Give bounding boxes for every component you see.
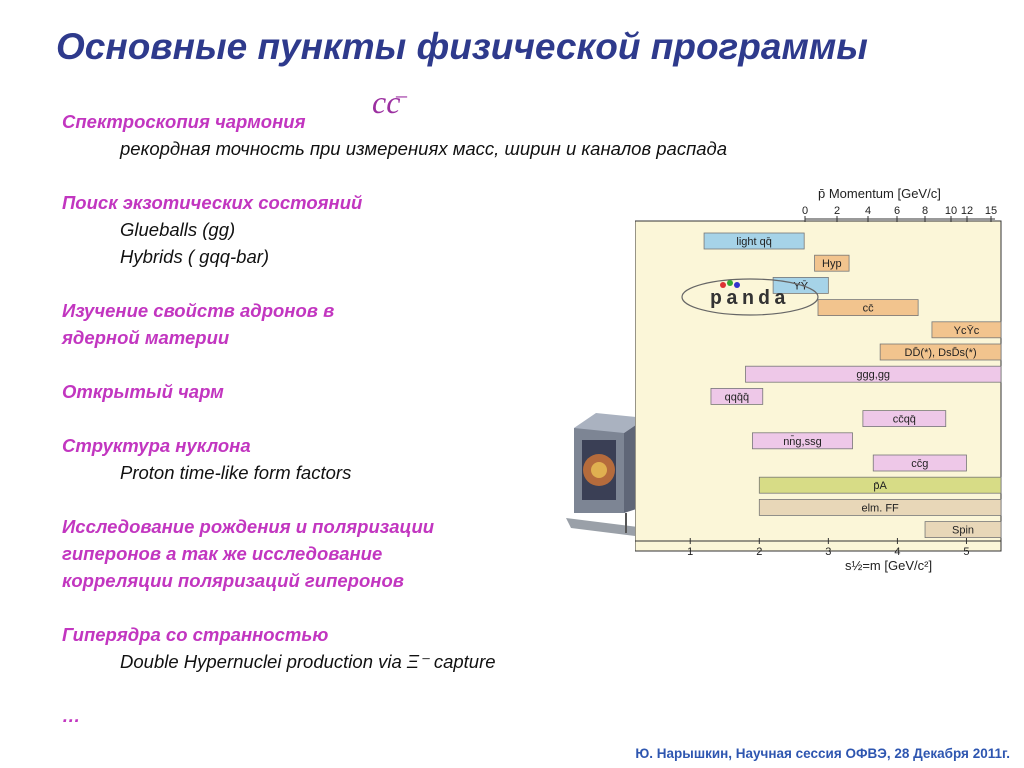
top-tick-label: 8	[922, 205, 928, 217]
panda-logo-text: panda	[710, 288, 790, 311]
outline-subitem: рекордная точность при измерениях масс, …	[120, 138, 728, 159]
outline-spacer	[62, 486, 622, 513]
outline-spacer	[62, 270, 622, 297]
top-tick-label: 10	[945, 205, 957, 217]
program-bar	[703, 232, 805, 250]
outline-heading: гиперонов а так же исследование	[62, 543, 383, 564]
program-bar	[879, 343, 1002, 361]
outline-heading: Поиск экзотических состояний	[62, 192, 363, 213]
outline-spacer	[62, 594, 622, 621]
program-bar-label: YcȲc	[954, 325, 980, 337]
program-bar	[745, 365, 1002, 383]
program-bar-label: elm. FF	[862, 502, 900, 514]
program-bar-label: p̄A	[873, 480, 887, 492]
top-axis-label: p̄ Momentum [GeV/c]	[818, 186, 941, 201]
program-bar-label: cc̄qq̄	[893, 414, 916, 426]
program-bar	[931, 321, 1002, 339]
outline-heading: ядерной материи	[62, 327, 230, 348]
cc-bar-mark: –	[396, 82, 407, 107]
program-bar-label: DD̄(*), DsD̄s(*)	[905, 346, 977, 359]
outline-subitem: Proton time-like form factors	[120, 462, 352, 483]
bottom-tick-label: 4	[894, 546, 900, 558]
outline-heading: Гиперядра со странностью	[62, 624, 329, 645]
program-bar	[710, 387, 764, 405]
top-tick-label: 4	[865, 205, 871, 217]
program-bar-label: Spin	[952, 525, 974, 537]
outline-subitem: Hybrids ( gqq-bar)	[120, 246, 270, 267]
program-bar-label: Hyp	[822, 258, 842, 270]
outline-heading: Изучение свойств адронов в	[62, 300, 335, 321]
outline-spacer	[62, 675, 622, 702]
program-bar	[862, 410, 947, 428]
program-bar-label: YȲ	[793, 280, 808, 292]
program-bar	[817, 299, 919, 316]
outline-subitem: Double Hypernuclei production via Ξ⁻ cap…	[120, 651, 496, 672]
bottom-tick-label: 3	[825, 546, 831, 558]
top-tick-label: 6	[894, 205, 900, 217]
outline-spacer	[62, 351, 622, 378]
outline-spacer	[62, 162, 622, 189]
outline-heading: Структура нуклона	[62, 435, 251, 456]
chart-panel	[635, 220, 1002, 552]
program-bar-label: ggg,gg	[856, 369, 890, 381]
program-bar-label: qqq̄q̄	[725, 391, 749, 403]
outline-heading: корреляции поляризаций гиперонов	[62, 570, 404, 591]
footer-credit: Ю. Нарышкин, Научная сессия ОФВЭ, 28 Дек…	[635, 746, 1010, 761]
top-tick-label: 2	[834, 205, 840, 217]
bottom-tick-label: 5	[963, 546, 969, 558]
program-bar	[758, 498, 1002, 516]
program-bar-label: cc̄g	[911, 458, 928, 470]
slide-title: Основные пункты физической программы	[56, 26, 868, 67]
program-bar	[751, 432, 853, 450]
cc-bar-symbol: – cc	[372, 82, 407, 121]
program-bar-label: light qq̄	[736, 236, 771, 248]
bottom-tick-label: 2	[756, 546, 762, 558]
bottom-axis-label: s½=m [GeV/c²]	[845, 558, 932, 573]
bottom-tick-label: 1	[687, 546, 693, 558]
outline-heading: Открытый чарм	[62, 381, 224, 402]
program-outline: Спектроскопия чармония рекордная точность…	[62, 108, 728, 729]
top-tick-label: 12	[961, 205, 973, 217]
program-bar	[758, 476, 1002, 494]
program-bar	[814, 254, 850, 272]
program-bar	[872, 454, 967, 472]
top-tick-label: 0	[802, 205, 808, 217]
outline-heading: Исследование рождения и поляризации	[62, 516, 435, 537]
panda-logo: panda	[681, 278, 819, 316]
cc-text: cc	[372, 84, 401, 120]
outline-ellipsis: …	[62, 705, 81, 726]
outline-spacer	[62, 405, 622, 432]
outline-heading: Спектроскопия чармония	[62, 111, 306, 132]
outline-subitem: Glueballs (gg)	[120, 219, 236, 240]
program-bar-label: cc̄	[863, 303, 875, 315]
top-tick-label: 15	[985, 205, 997, 217]
program-bar	[924, 521, 1002, 539]
program-bar-label: nn̄g,ssg	[783, 435, 822, 448]
